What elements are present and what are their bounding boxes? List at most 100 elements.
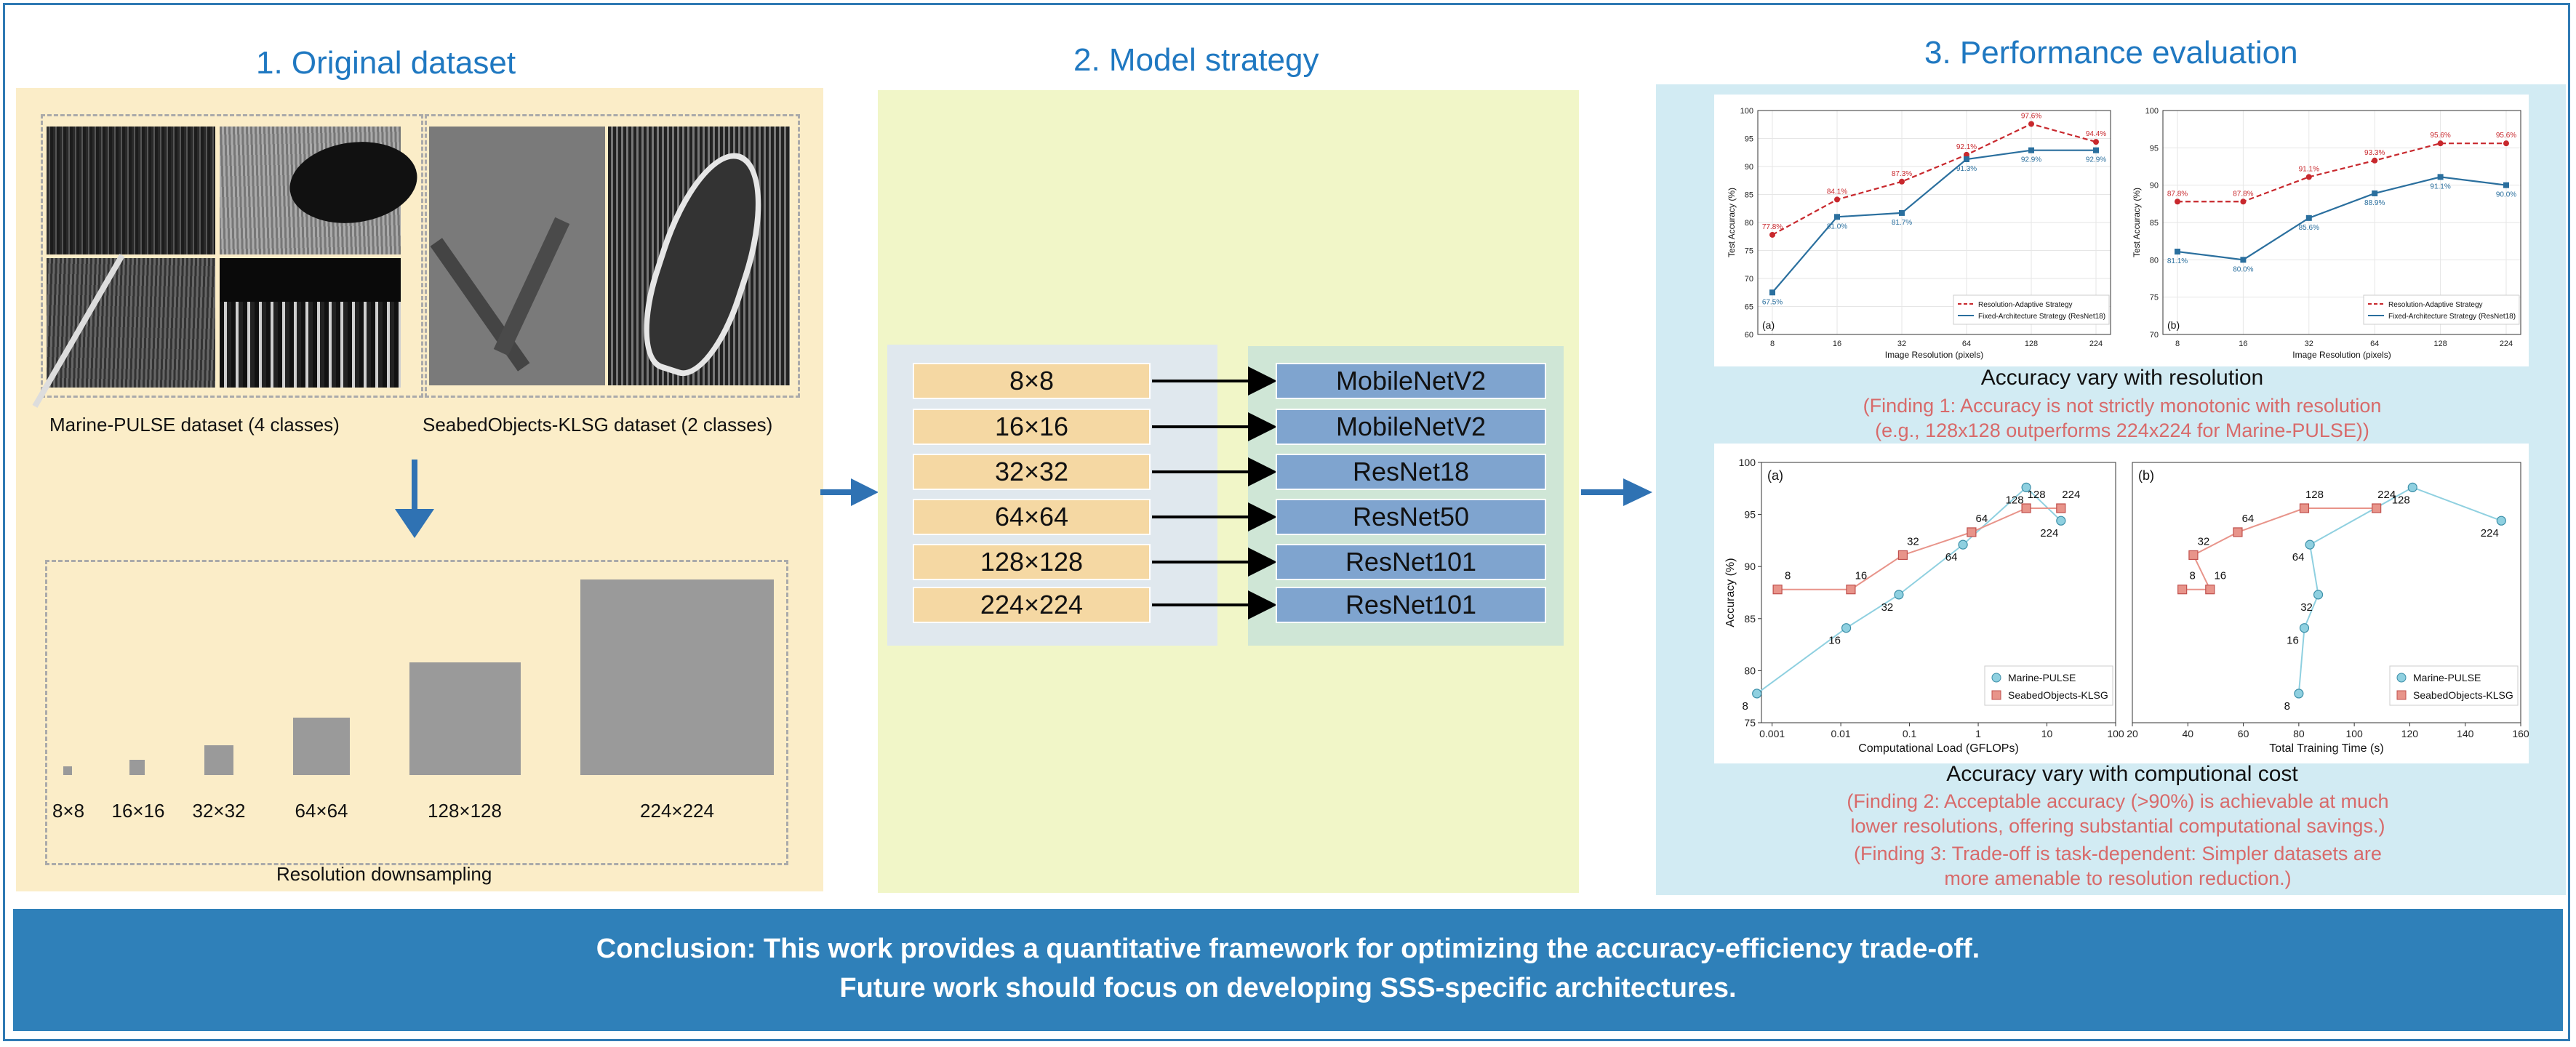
x-axis-label: Image Resolution (pixels) [2292,350,2391,360]
data-label: 128 [2305,489,2324,501]
plot-frame [1761,462,2116,723]
seabed-dataset-caption: SeabedObjects-KLSG dataset (2 classes) [423,414,773,436]
data-label: 32 [2300,601,2313,614]
data-point [2021,482,2031,492]
data-label: 16 [2287,635,2299,647]
strategy-resolution-16: 16×16 [913,409,1151,445]
x-tick-label: 10 [2041,728,2053,739]
data-point [2407,482,2417,492]
y-tick-label: 75 [2150,294,2159,302]
data-label: 32 [2198,535,2210,547]
downsampling-caption: Resolution downsampling [276,863,492,885]
data-point [2188,550,2199,561]
resolution-square-128 [409,662,521,775]
seabed-images-frame [425,114,800,398]
data-point [1834,214,1840,220]
y-tick-label: 100 [1739,457,1756,468]
conclusion-line-1: Conclusion: This work provides a quantit… [596,934,1980,964]
data-label: 81.0% [1827,222,1847,230]
strategy-resolution-32: 32×32 [913,454,1151,490]
x-tick-label: 8 [2175,340,2180,348]
y-tick-label: 100 [1740,107,1753,116]
plot-frame [2132,462,2521,723]
panel-label: (b) [2138,468,2154,483]
x-tick-label: 16 [1833,340,1841,348]
x-tick-label: 0.1 [1903,728,1917,739]
data-label: 224 [2481,527,2499,539]
data-point [2372,503,2382,513]
resolution-label-8: 8×8 [52,800,85,822]
legend-entry: SeabedObjects-KLSG [2008,689,2108,701]
cost-charts-box [1714,444,2529,763]
conclusion-line-2: Future work should focus on developing S… [839,973,1737,1003]
data-label: 67.5% [1762,298,1783,306]
data-point [2305,539,2315,550]
data-label: 81.1% [2167,257,2188,265]
x-tick-label: 128 [2433,340,2447,348]
data-point [2028,147,2034,153]
y-tick-label: 80 [1745,219,1753,228]
data-label: 85.6% [2299,224,2319,232]
y-axis-label: Test Accuracy (%) [2132,188,2142,257]
strategy-model-32: ResNet18 [1276,454,1546,490]
data-point [1772,585,1783,595]
strategy-resolution-128: 128×128 [913,544,1151,580]
seabed-sample-image-2 [608,127,790,387]
data-point [1769,289,1775,296]
y-tick-label: 85 [2150,219,2159,228]
x-tick-label: 8 [1770,340,1775,348]
y-axis-label: Accuracy (%) [1724,558,1737,627]
data-point [1958,539,1968,550]
data-label: 32 [1907,535,1919,547]
data-point [1899,209,1905,216]
data-label: 95.6% [2430,132,2450,140]
data-point [2294,689,2304,699]
data-label: 8 [2284,700,2290,713]
subtitle-accuracy-cost: Accuracy vary with computional cost [1946,762,2298,786]
series-line [2297,486,2502,694]
data-point [2205,585,2215,595]
y-tick-label: 85 [1745,191,1753,200]
legend-swatch [2396,690,2407,700]
y-tick-label: 80 [2150,256,2159,265]
data-label: 224 [2377,489,2396,501]
finding-2-line-2: lower resolutions, offering substantial … [1850,815,2385,837]
finding-1-line-1: (Finding 1: Accuracy is not strictly mon… [1863,395,2382,417]
x-tick-label: 100 [2345,728,2363,739]
finding-3-line-1: (Finding 3: Trade-off is task-dependent:… [1854,843,2382,865]
data-label: 16 [1828,635,1841,647]
data-label: 84.1% [1827,188,1847,196]
data-point [2175,249,2180,255]
x-axis-label: Image Resolution (pixels) [1885,350,1983,360]
y-tick-label: 90 [1745,163,1753,172]
data-point [1846,585,1856,595]
data-label: 92.1% [1956,143,1977,151]
data-label: 91.1% [2430,182,2450,190]
resolution-square-64 [293,718,350,775]
series-line [1777,508,2061,590]
x-tick-label: 0.001 [1759,728,1785,739]
legend-entry: Marine-PULSE [2008,672,2076,683]
y-tick-label: 60 [1745,331,1753,340]
strategy-model-8: MobileNetV2 [1276,363,1546,399]
data-point [2299,623,2310,633]
marine-dataset-caption: Marine-PULSE dataset (4 classes) [49,414,340,436]
legend-entry: Resolution-Adaptive Strategy [1978,301,2073,309]
x-tick-label: 224 [2089,340,2103,348]
data-label: 91.3% [1956,165,1977,173]
y-tick-label: 85 [1744,613,1756,625]
data-label: 88.9% [2364,199,2385,207]
strategy-model-64: ResNet50 [1276,499,1546,535]
data-point [2028,121,2034,127]
y-tick-label: 95 [1744,509,1756,521]
x-tick-label: 60 [2238,728,2249,739]
series-line [2182,508,2377,590]
y-tick-label: 95 [2150,144,2159,153]
data-label: 128 [2392,494,2410,506]
down-arrow-icon [395,460,434,538]
data-point [2093,147,2099,153]
data-label: 95.6% [2496,132,2516,140]
strategy-arrows [1152,366,1277,619]
